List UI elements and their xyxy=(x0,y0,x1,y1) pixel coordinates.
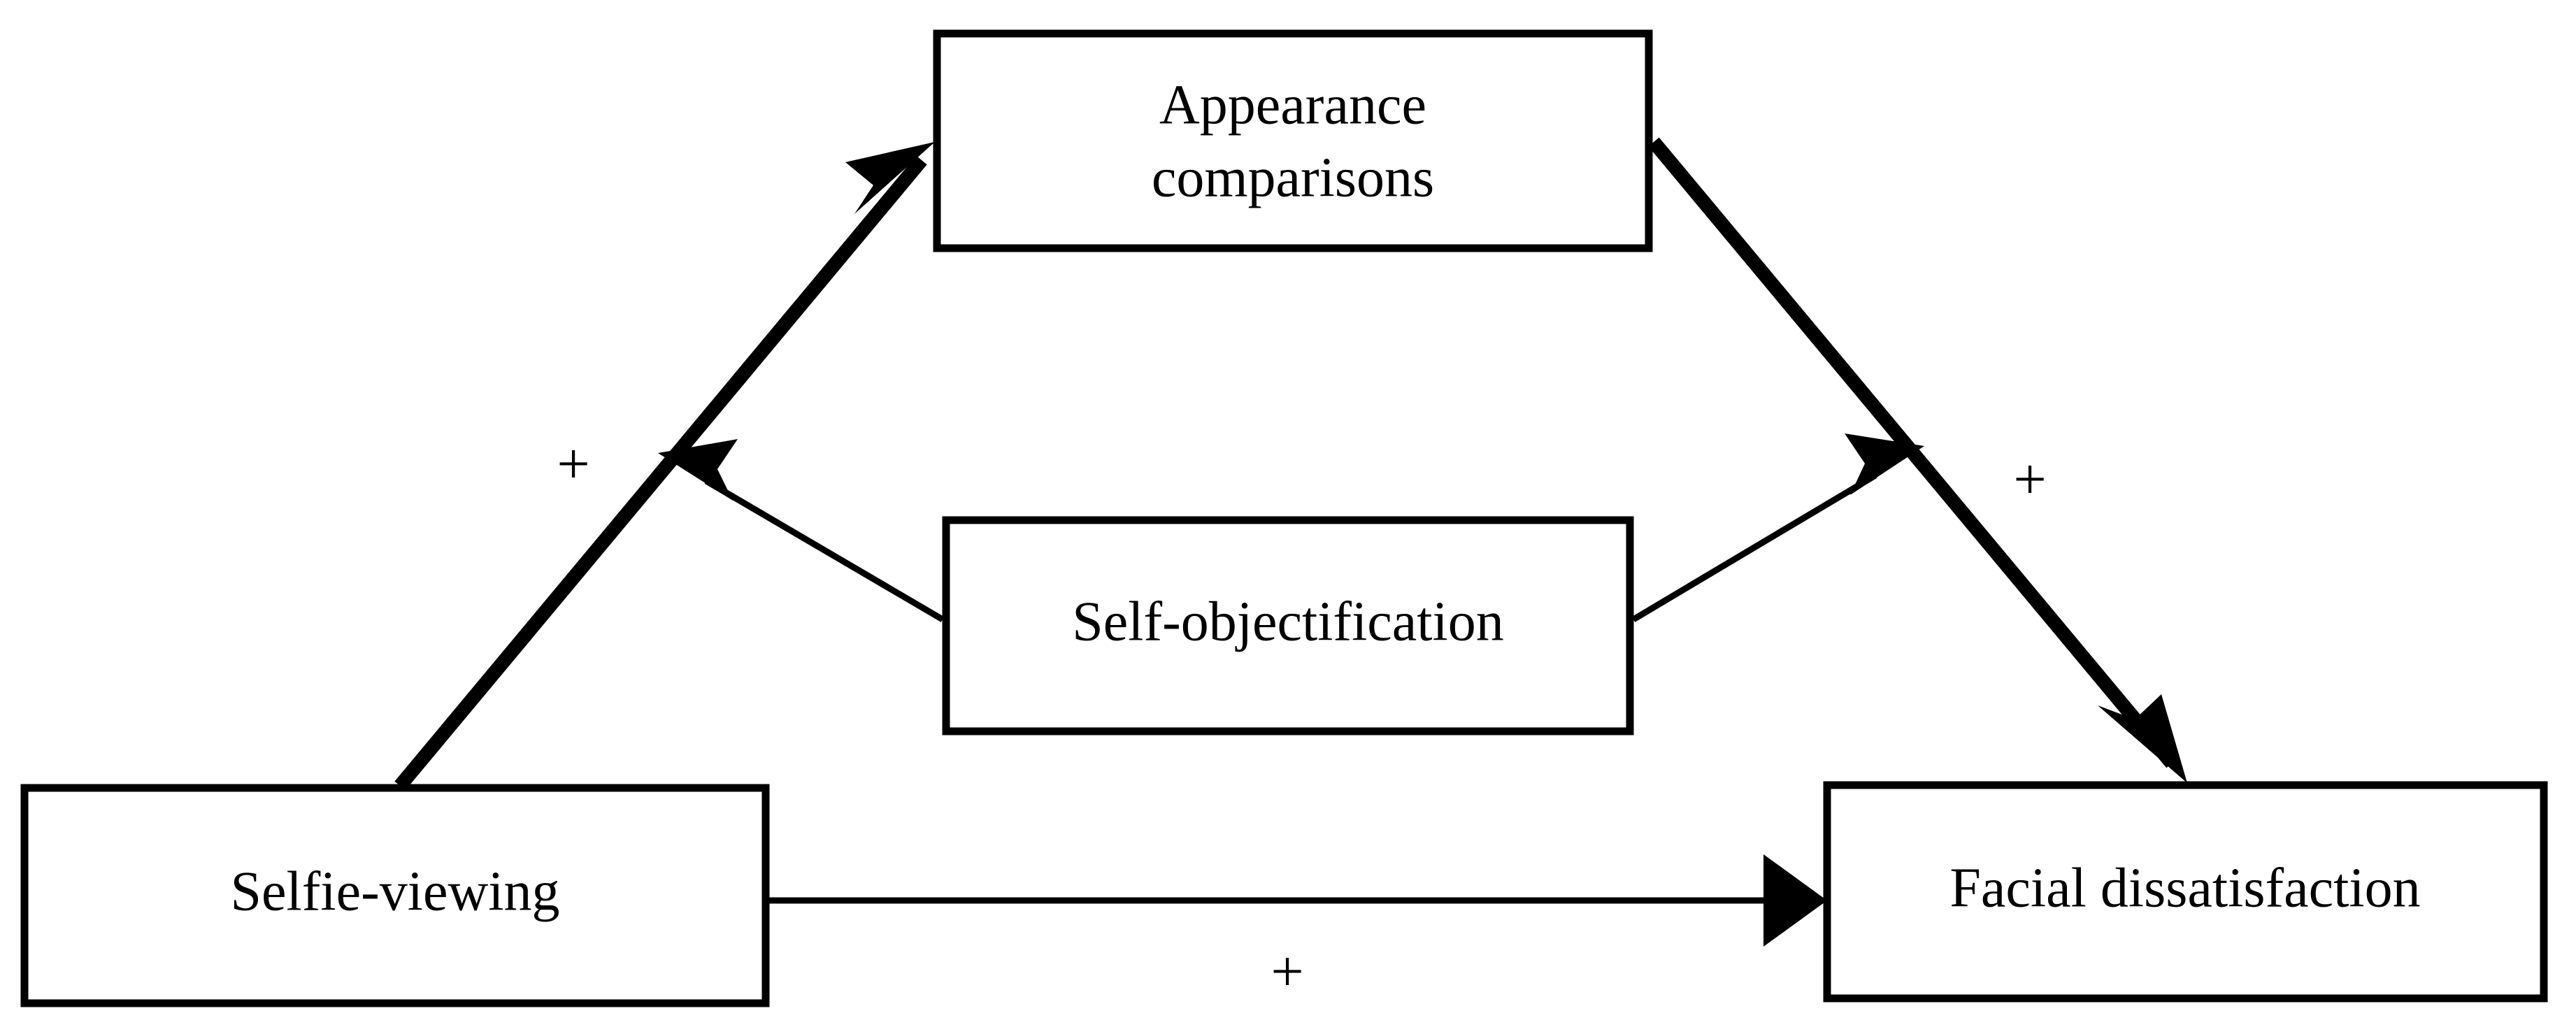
edge-appearance-to-facial-arrowhead xyxy=(2098,694,2187,783)
edge-selfobj-moderates-right xyxy=(1631,433,1924,622)
node-facial-dissatisfaction-box[interactable] xyxy=(1823,781,2548,1003)
node-appearance-comparisons[interactable]: Appearance comparisons xyxy=(933,29,1653,252)
edge-selfie-to-appearance xyxy=(394,142,935,791)
node-appearance-comparisons-label-line1: Appearance xyxy=(1159,74,1426,136)
node-selfie-viewing[interactable]: Selfie-viewing xyxy=(20,784,770,1007)
node-self-objectification[interactable]: Self-objectification xyxy=(942,516,1634,735)
edge-selfobj-moderates-left-arrowhead xyxy=(658,439,738,501)
edge-selfobj-moderates-right-arrowhead xyxy=(1845,433,1924,495)
node-facial-dissatisfaction[interactable]: Facial dissatisfaction xyxy=(1823,781,2548,1003)
node-appearance-comparisons-box[interactable] xyxy=(933,29,1653,252)
edge-selfie-to-facial xyxy=(769,854,1827,947)
sign-label-right-path: + xyxy=(2013,447,2046,512)
edge-selfie-to-appearance-line xyxy=(394,155,927,791)
sign-label-direct-path: + xyxy=(1271,939,1303,1004)
node-appearance-comparisons-label-line2: comparisons xyxy=(1152,147,1434,208)
node-selfie-viewing-box[interactable] xyxy=(20,784,770,1007)
node-selfie-viewing-label: Selfie-viewing xyxy=(231,861,560,922)
edge-appearance-to-facial xyxy=(1648,137,2187,783)
edge-selfobj-moderates-left xyxy=(658,439,945,622)
edge-selfobj-moderates-right-line xyxy=(1631,473,1877,622)
edge-selfie-to-appearance-arrowhead xyxy=(845,142,935,214)
node-self-objectification-label: Self-objectification xyxy=(1072,591,1504,652)
sign-label-left-path: + xyxy=(557,431,589,496)
edge-selfie-to-facial-arrowhead xyxy=(1763,854,1827,947)
edge-selfobj-moderates-left-line xyxy=(704,478,945,622)
node-self-objectification-box[interactable] xyxy=(942,516,1634,735)
node-facial-dissatisfaction-label: Facial dissatisfaction xyxy=(1949,857,2420,919)
